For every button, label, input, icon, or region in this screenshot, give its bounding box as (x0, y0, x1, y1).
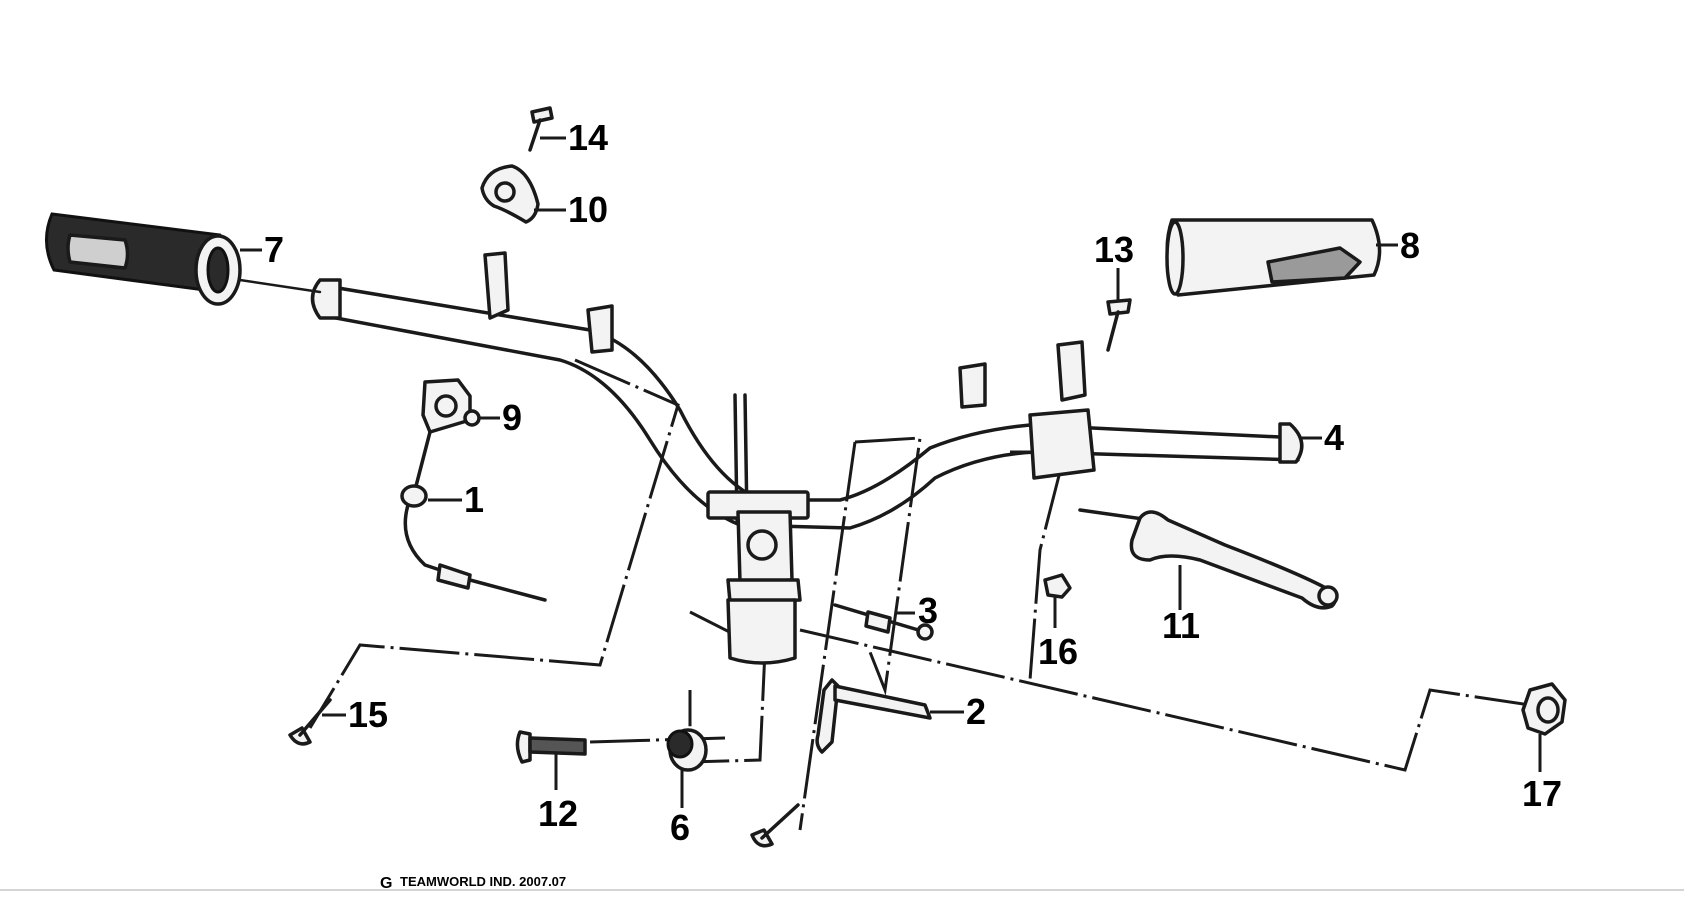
callout-8: 8 (1376, 225, 1420, 266)
cable-clamp-9 (421, 378, 481, 434)
flange-nut-17 (1521, 682, 1567, 736)
svg-text:1: 1 (464, 479, 484, 520)
svg-text:17: 17 (1522, 773, 1562, 814)
copyright-text: TEAMWORLD IND. 2007.07 (400, 874, 566, 889)
svg-text:13: 13 (1094, 229, 1134, 270)
left-grip (45, 212, 322, 306)
svg-text:7: 7 (264, 229, 284, 270)
svg-text:11: 11 (1162, 605, 1200, 646)
screw-13 (1106, 298, 1132, 352)
bolt-15 (288, 698, 332, 746)
nut-16 (1043, 573, 1072, 599)
svg-text:3: 3 (918, 590, 938, 631)
svg-text:12: 12 (538, 793, 578, 834)
logo-mark: G (380, 875, 392, 892)
callout-11: 11 (1162, 565, 1200, 646)
lower-bolt (750, 803, 800, 848)
callout-1: 1 (428, 479, 484, 520)
callout-6: 6 (670, 770, 690, 848)
callout-14: 14 (540, 117, 608, 158)
svg-text:4: 4 (1324, 417, 1344, 458)
svg-text:6: 6 (670, 807, 690, 848)
screw-14 (528, 106, 554, 152)
svg-text:15: 15 (348, 694, 388, 735)
right-grip (1165, 218, 1382, 297)
callout-16: 16 (1038, 597, 1078, 672)
callout-9: 9 (480, 397, 522, 438)
callout-13: 13 (1094, 229, 1134, 302)
callout-7: 7 (240, 229, 284, 270)
copyright-footer: G TEAMWORLD IND. 2007.07 (380, 874, 566, 892)
callout-12: 12 (538, 754, 578, 834)
stud-3 (833, 603, 934, 641)
callout-3: 3 (895, 590, 938, 631)
bottom-rule (0, 889, 1684, 891)
brake-lever-11 (1078, 508, 1339, 610)
svg-text:14: 14 (568, 117, 608, 158)
cable-1 (400, 430, 547, 602)
svg-text:10: 10 (568, 189, 608, 230)
callout-15: 15 (322, 694, 388, 735)
clamp-10 (480, 164, 540, 224)
svg-text:16: 16 (1038, 631, 1078, 672)
svg-text:2: 2 (966, 691, 986, 732)
handlebar-tube (310, 251, 1304, 665)
callout-2: 2 (930, 691, 986, 732)
bracket-2 (815, 678, 932, 754)
bolt-12 (515, 730, 587, 764)
callout-4: 4 (1300, 417, 1344, 458)
svg-text:8: 8 (1400, 225, 1420, 266)
callout-10: 10 (534, 189, 608, 230)
callout-17: 17 (1522, 734, 1562, 814)
svg-text:9: 9 (502, 397, 522, 438)
washer-6 (666, 728, 708, 772)
